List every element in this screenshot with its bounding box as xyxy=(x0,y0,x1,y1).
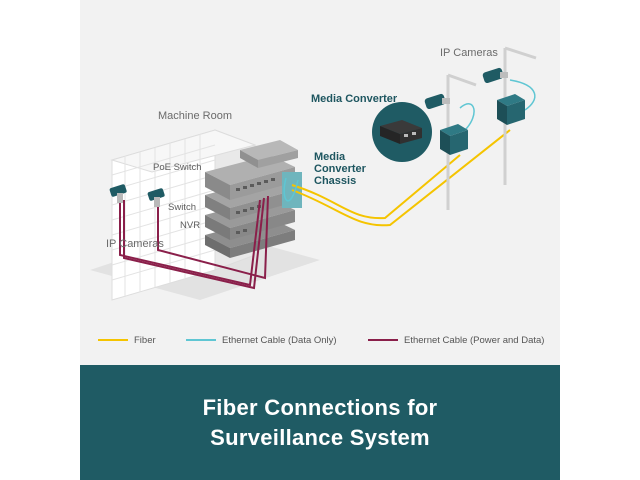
legend-ethernet-power-label: Ethernet Cable (Power and Data) xyxy=(404,334,545,346)
legend-fiber-swatch xyxy=(98,339,128,341)
poe-cables xyxy=(119,195,269,290)
camera-left-2 xyxy=(147,188,165,207)
pole-converter-1 xyxy=(440,124,468,155)
camera-right-2 xyxy=(482,67,508,84)
banner-title-line2: Surveillance System xyxy=(210,424,430,450)
media-converter-label: Media Converter xyxy=(311,93,398,105)
legend-ethernet-data-swatch xyxy=(186,339,216,341)
legend-ethernet-data-label: Ethernet Cable (Data Only) xyxy=(222,334,337,346)
nvr-label: NVR xyxy=(180,220,201,231)
camera-left-1 xyxy=(109,184,127,203)
legend-fiber-label: Fiber xyxy=(134,334,156,346)
ip-cameras-right-label: IP Cameras xyxy=(440,47,498,59)
infographic: Machine Room PoE Switch Switch NVR IP Ca… xyxy=(80,0,560,480)
chassis-label-line3: Chassis xyxy=(314,175,357,187)
data-cables xyxy=(283,79,536,202)
fiber-cables xyxy=(291,129,511,227)
legend-ethernet-power: Ethernet Cable (Power and Data) xyxy=(368,333,544,347)
surveillance-diagram: Machine Room PoE Switch Switch NVR IP Ca… xyxy=(80,0,560,365)
legend-ethernet-power-swatch xyxy=(368,339,398,341)
switch-label: Switch xyxy=(168,202,196,213)
ip-cameras-left-label: IP Cameras xyxy=(106,238,164,250)
chassis-label-line2: Converter xyxy=(314,163,366,175)
title-banner: Fiber Connections for Surveillance Syste… xyxy=(80,365,560,480)
legend-ethernet-data: Ethernet Cable (Data Only) xyxy=(186,333,337,347)
poe-switch-label: PoE Switch xyxy=(153,162,202,173)
legend-fiber: Fiber xyxy=(98,333,156,347)
chassis-label-line1: Media xyxy=(314,151,346,163)
diagram-artwork xyxy=(90,46,537,301)
banner-title-line1: Fiber Connections for xyxy=(202,394,438,420)
media-converter-callout xyxy=(372,102,432,162)
pole-converter-2 xyxy=(497,94,525,125)
machine-room-label: Machine Room xyxy=(158,110,232,122)
camera-right-1 xyxy=(424,93,450,110)
